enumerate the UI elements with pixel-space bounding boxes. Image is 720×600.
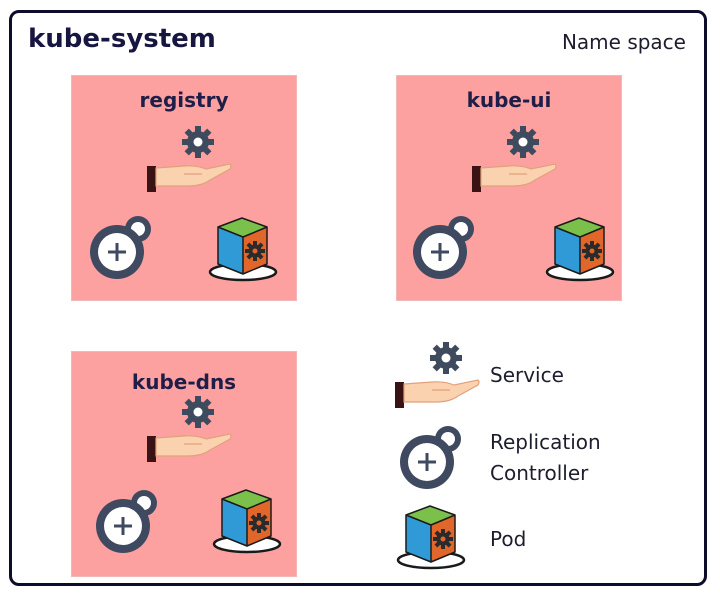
pod-icon bbox=[210, 484, 282, 554]
legend-rc-label-line2: Controller bbox=[490, 461, 589, 485]
namespace-type-label: Name space bbox=[561, 30, 686, 54]
service-box-title: registry bbox=[139, 88, 229, 112]
pod-icon bbox=[206, 212, 278, 282]
legend-pod-icon bbox=[394, 500, 466, 570]
namespace-title: kube-system bbox=[28, 24, 216, 54]
legend-rc-label-line1: Replication bbox=[490, 430, 601, 454]
service-icon bbox=[146, 394, 232, 464]
service-box-title: kube-dns bbox=[131, 370, 237, 394]
legend-replication-controller-icon bbox=[398, 424, 464, 490]
pod-icon bbox=[543, 212, 615, 282]
service-box-kube-dns: kube-dns bbox=[71, 351, 297, 577]
service-box-kube-ui: kube-ui bbox=[396, 75, 622, 301]
replication-controller-icon bbox=[411, 214, 477, 280]
replication-controller-icon bbox=[94, 488, 160, 554]
service-icon bbox=[146, 124, 232, 194]
service-box-title: kube-ui bbox=[466, 88, 552, 112]
service-icon bbox=[471, 124, 557, 194]
legend-pod-label: Pod bbox=[490, 527, 527, 551]
service-box-registry: registry bbox=[71, 75, 297, 301]
legend-service-label: Service bbox=[490, 363, 564, 387]
legend-service-icon bbox=[394, 340, 480, 410]
replication-controller-icon bbox=[88, 214, 154, 280]
